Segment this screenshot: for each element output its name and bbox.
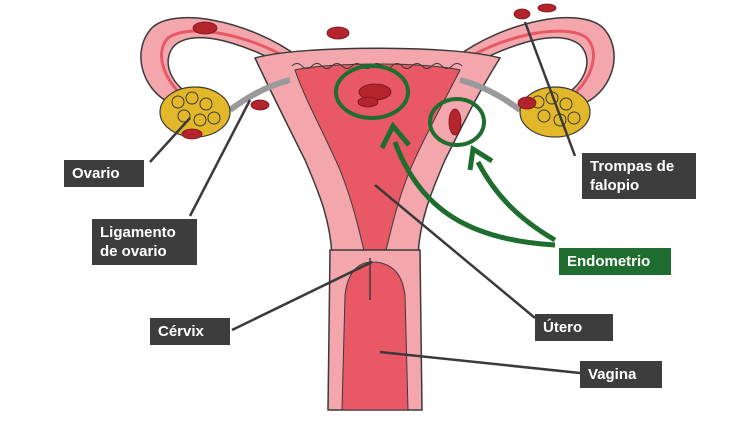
- highlight-circle-uterus: [334, 64, 410, 120]
- highlight-circle-tube: [428, 97, 486, 147]
- label-ovario: Ovario: [64, 160, 144, 187]
- label-ligamento-de-ovario: Ligamento de ovario: [92, 219, 197, 265]
- label-utero: Útero: [535, 314, 613, 341]
- label-endometrio: Endometrio: [559, 248, 671, 275]
- leader-lines: [149, 21, 581, 375]
- label-vagina: Vagina: [580, 361, 662, 388]
- right-ovary: [519, 86, 591, 138]
- left-ovarian-ligament: [228, 77, 291, 113]
- arrow-to-uterus: [392, 141, 556, 248]
- label-trompas-de-falopio: Trompas de falopio: [582, 153, 696, 199]
- left-ovary: [159, 86, 231, 138]
- right-ovarian-ligament: [459, 77, 522, 113]
- endometrial-lesions: [181, 3, 557, 140]
- arrow-to-tube: [475, 160, 557, 243]
- label-cervix: Cérvix: [150, 318, 230, 345]
- vaginal-canal: [341, 261, 409, 411]
